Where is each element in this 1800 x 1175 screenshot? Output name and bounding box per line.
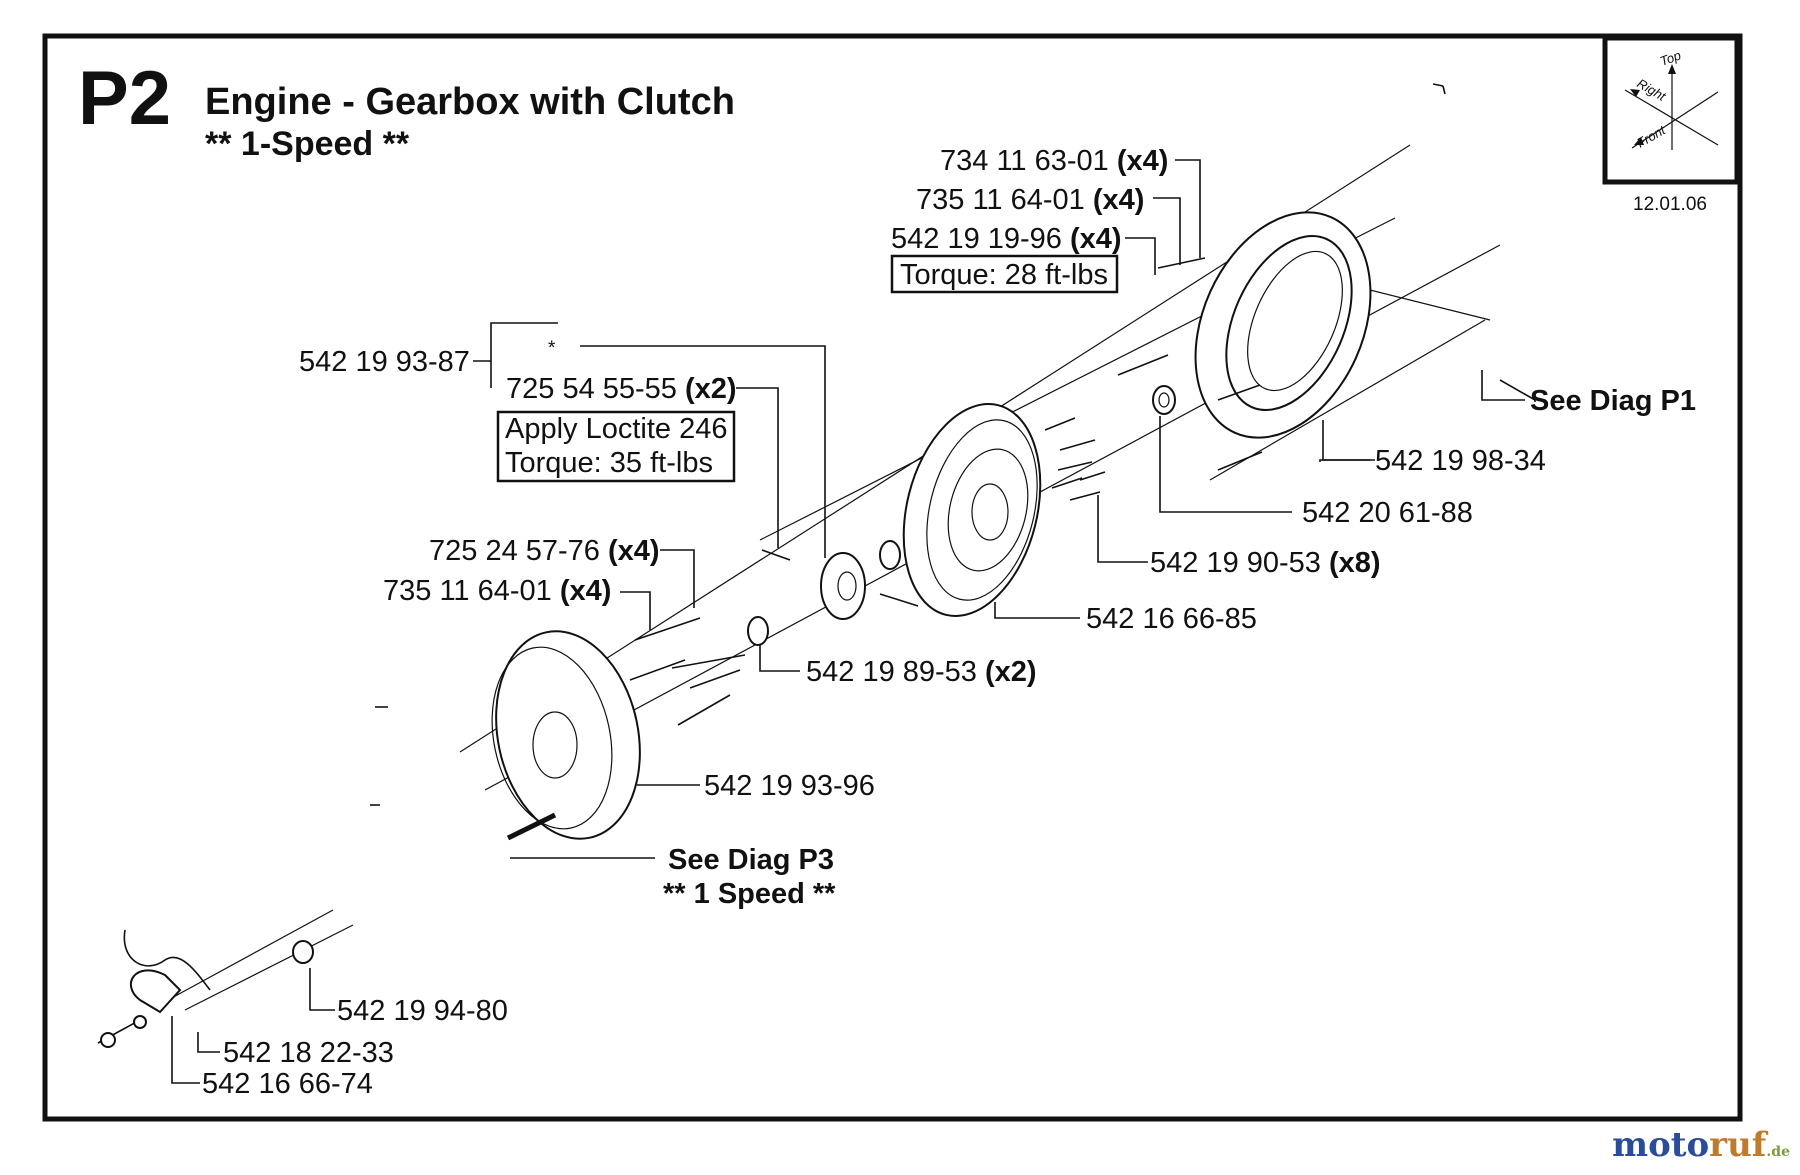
switch-assembly [97,909,354,1048]
hub-part [820,552,866,620]
part-number: 725 24 57-76 [429,535,600,567]
quantity: (x4) [608,535,660,567]
part-number: 725 54 55-55 [506,373,677,405]
svg-text:542 19 89-53 (x2): 542 19 89-53 (x2) [806,656,1037,688]
svg-text:734 11 63-01 (x4): 734 11 63-01 (x4) [940,145,1168,177]
svg-text:725 24 57-76 (x4): 725 24 57-76 (x4) [429,535,660,567]
orientation-top-label: Top [1658,47,1683,68]
diagram-title: Engine - Gearbox with Clutch [205,81,735,123]
callouts: 734 11 63-01 (x4) 735 11 64-01 (x4) 542 … [202,145,1696,1100]
part-number: 542 19 93-96 [704,770,875,802]
orientation-front-label: Front [1634,122,1669,151]
orientation-box: Top Right Front [1602,35,1740,185]
diagram-code: P2 [78,56,171,141]
part-number: 542 19 90-53 [1150,547,1321,579]
svg-text:542 19 90-53 (x8): 542 19 90-53 (x8) [1150,547,1381,579]
svg-text:735 11 64-01 (x4): 735 11 64-01 (x4) [916,184,1144,216]
part-number: 542 19 98-34 [1375,445,1546,477]
bolts [629,257,1263,726]
pulley-part [491,630,641,840]
orientation-right-label: Right [1635,76,1670,105]
part-number: 734 11 63-01 [940,145,1109,177]
quantity: (x4) [1093,184,1145,216]
see-diag-p3-subtitle: ** 1 Speed ** [663,878,836,910]
clutch-part [902,403,1042,617]
torque-label-1: Torque: 28 ft-lbs [900,259,1108,291]
see-diag-p1: See Diag P1 [1530,385,1696,417]
watermark-logo: motoruf.de [1612,1125,1790,1165]
diagram-subtitle: ** 1-Speed ** [205,125,410,163]
part-number: 542 19 94-80 [337,995,508,1027]
engine-plate-part [1194,211,1372,439]
loctite-label: Apply Loctite 246 [505,413,727,445]
svg-text:725 54 55-55 (x2): 725 54 55-55 (x2) [506,373,737,405]
part-number: 542 16 66-74 [202,1068,373,1100]
loctite-box [496,410,736,483]
svg-text:735 11 64-01 (x4): 735 11 64-01 (x4) [383,575,611,607]
part-number: 735 11 64-01 [916,184,1085,216]
diagram-frame [42,33,1743,1122]
see-diag-p3: See Diag P3 [668,844,834,876]
exploded-drawing [97,144,1501,1048]
star-marker: * [548,338,556,359]
quantity: (x4) [1117,145,1169,177]
quantity: (x4) [1070,223,1122,255]
quantity: (x2) [685,373,737,405]
part-number: 542 20 61-88 [1302,497,1473,529]
quantity: (x8) [1329,547,1381,579]
part-number: 542 18 22-33 [223,1037,394,1069]
part-number: 542 16 66-85 [1086,603,1257,635]
leader-lines [171,83,1536,1084]
torque-label-2: Torque: 35 ft-lbs [505,447,713,479]
part-number: 542 19 19-96 [891,223,1062,255]
quantity: (x2) [985,656,1037,688]
part-number: 542 19 93-87 [299,346,470,378]
torque-box-1 [890,254,1119,294]
bearing-part [1152,385,1176,415]
quantity: (x4) [560,575,612,607]
part-number: 735 11 64-01 [383,575,552,607]
diagram-date: 12.01.06 [1633,194,1707,215]
svg-text:542 19 19-96 (x4): 542 19 19-96 (x4) [891,223,1122,255]
part-number: 542 19 89-53 [806,656,977,688]
